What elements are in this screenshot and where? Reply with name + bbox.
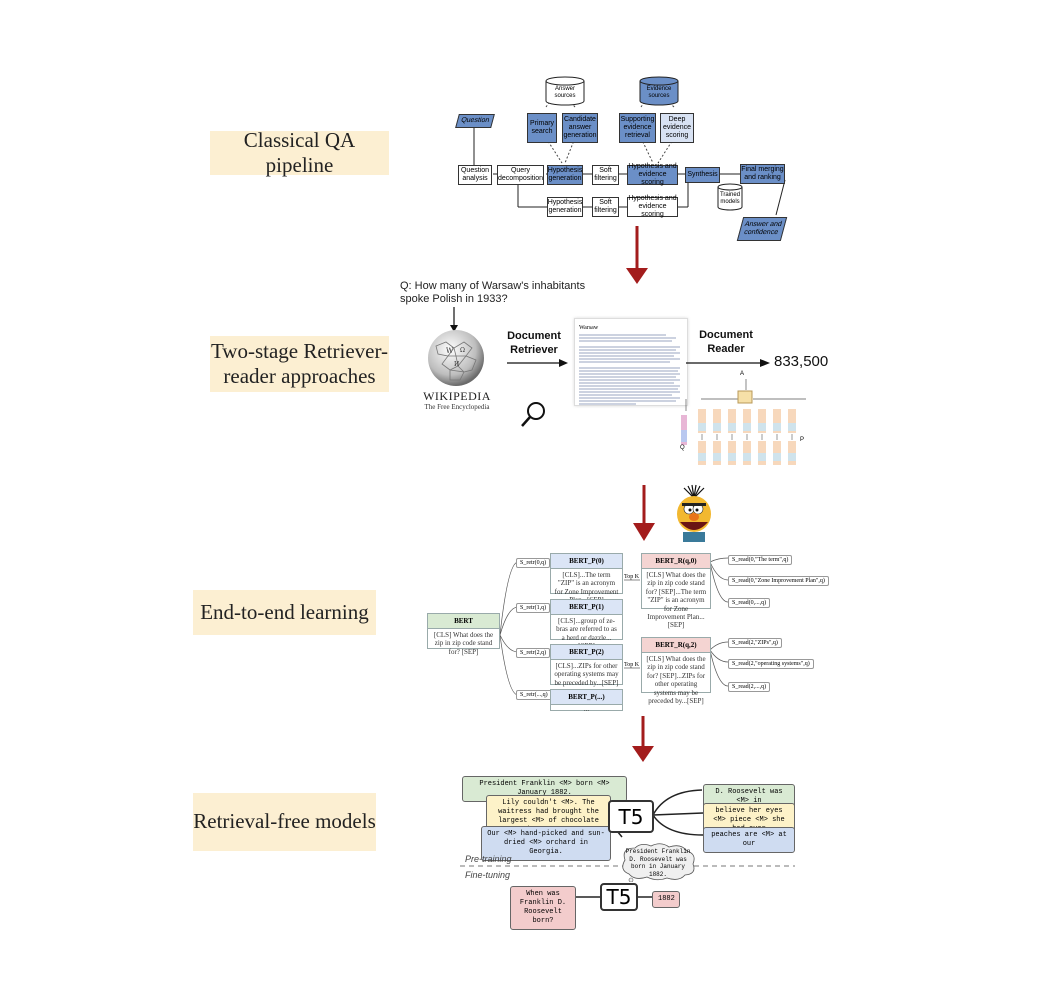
bert-p-0-head: BERT_P(0) bbox=[551, 554, 622, 569]
database-icon bbox=[717, 183, 743, 211]
retriever-question: Q: How many of Warsaw's inhabitants spok… bbox=[400, 280, 586, 306]
network-grid bbox=[681, 379, 806, 465]
label-classical-qa: Classical QA pipeline bbox=[210, 128, 389, 177]
s-read-top-0: S_read(0,"The term",q) bbox=[728, 555, 793, 565]
reader-network-diagram: A Q P bbox=[676, 371, 816, 471]
cloud-text: President Franklin D. Roosevelt was born… bbox=[625, 848, 691, 878]
bert-r-0-head: BERT_R(q,0) bbox=[642, 554, 710, 569]
retriever-arrow bbox=[507, 359, 568, 367]
t5-input-2: Our <M> hand-picked and sun-dried <M> or… bbox=[481, 826, 611, 862]
pretraining-label: Pre-training bbox=[465, 854, 512, 864]
reader-arrow bbox=[686, 359, 770, 367]
t5-output-2: peaches are <M> at our bbox=[703, 827, 795, 854]
t5-model-box-finetune: T5 bbox=[600, 883, 638, 911]
s-read-top-1: S_read(0,"Zone Improvement Plan",q) bbox=[728, 576, 829, 586]
down-arrow-3 bbox=[632, 716, 654, 762]
bert-p-2: BERT_P(2) [CLS]...ZIPs for other operati… bbox=[550, 644, 623, 687]
bert-puppet-image bbox=[677, 484, 711, 542]
finetuning-label: Fine-tuning bbox=[465, 870, 511, 880]
answer-sources-label: Answer sources bbox=[554, 86, 576, 99]
database-icon bbox=[545, 76, 585, 106]
s-retr-0: S_retr(0,q) bbox=[516, 558, 551, 568]
evidence-sources-db: Evidence sources bbox=[639, 76, 679, 106]
magnifier-icon bbox=[521, 402, 545, 427]
soft-filtering-node-2: Soft filtering bbox=[592, 197, 619, 217]
primary-search-node: Primary search bbox=[527, 113, 557, 143]
question-analysis-node: Question analysis bbox=[458, 165, 492, 185]
hypothesis-generation-node-2: Hypothesis generation bbox=[547, 197, 583, 217]
down-arrow-1 bbox=[626, 226, 648, 284]
s-retr-1: S_retr(1,q) bbox=[516, 603, 551, 613]
svg-text:W: W bbox=[446, 347, 454, 355]
answer-sources-db: Answer sources bbox=[545, 76, 585, 106]
trained-models-db: Trained models bbox=[717, 183, 743, 211]
answer-confidence-node: Answer and confidence bbox=[736, 217, 788, 241]
bert-p-more-text: ... bbox=[583, 705, 590, 713]
s-read-top-2: S_read(0,...,q) bbox=[728, 598, 771, 608]
supporting-retrieval-node: Supporting evidence retrieval bbox=[619, 113, 656, 143]
bert-p-1-head: BERT_P(1) bbox=[551, 600, 622, 615]
wikipedia-globe-icon: W Ω И bbox=[428, 330, 484, 386]
candidate-generation-node: Candidate answer generation bbox=[562, 113, 598, 143]
bert-r-0-text: [CLS] What does the zip in zip code stan… bbox=[645, 571, 707, 630]
reader-a-label: A bbox=[740, 371, 745, 377]
reader-answer: 833,500 bbox=[774, 353, 829, 370]
bert-q-text: [CLS] What does the zip in zip code stan… bbox=[433, 631, 494, 656]
database-icon bbox=[639, 76, 679, 106]
top-k-label-2: Top K bbox=[624, 662, 640, 668]
final-merging-node: Final merging and ranking bbox=[740, 164, 785, 184]
bert-q-box: BERT [CLS] What does the zip in zip code… bbox=[427, 613, 500, 656]
bert-p-0: BERT_P(0) [CLS]...The term "ZIP" is an a… bbox=[550, 553, 623, 604]
bert-p-more-head: BERT_P(...) bbox=[551, 690, 622, 705]
bert-r-2-head: BERT_R(q,2) bbox=[642, 638, 710, 653]
s-retr-more: S_retr(...,q) bbox=[516, 690, 552, 700]
wikipedia-subtitle: The Free Encyclopedia bbox=[424, 403, 490, 411]
synthesis-node: Synthesis bbox=[685, 167, 720, 183]
s-retr-2: S_retr(2,q) bbox=[516, 648, 551, 658]
query-decomposition-node: Query decomposition bbox=[497, 165, 544, 185]
bert-p-2-text: [CLS]...ZIPs for other operating systems… bbox=[554, 662, 619, 687]
cloud-shape bbox=[622, 843, 695, 882]
top-k-label-1: Top K bbox=[624, 574, 640, 580]
reader-p-label: P bbox=[800, 437, 805, 443]
down-arrow-2 bbox=[633, 485, 655, 541]
bert-p-more: BERT_P(...) ... bbox=[550, 689, 623, 713]
thought-cloud: President Franklin D. Roosevelt was born… bbox=[617, 842, 699, 882]
bert-r-0: BERT_R(q,0) [CLS] What does the zip in z… bbox=[641, 553, 711, 629]
s-read-bottom-1: S_read(2,"operating systems",q) bbox=[728, 659, 814, 669]
hypothesis-scoring-node-2: Hypothesis and evidence scoring bbox=[627, 195, 678, 218]
t5-model-box: T5 bbox=[608, 800, 654, 833]
label-two-stage: Two-stage Retriever-reader approaches bbox=[210, 336, 389, 392]
document-retriever-label: Document Retriever bbox=[507, 330, 561, 356]
document-reader-label: Document Reader bbox=[699, 329, 753, 355]
bert-p-2-head: BERT_P(2) bbox=[551, 645, 622, 660]
bert-r-2-text: [CLS] What does the zip in zip code stan… bbox=[646, 655, 706, 705]
s-read-bottom-2: S_read(2,...,q) bbox=[728, 682, 771, 692]
reader-q-label: Q bbox=[680, 445, 685, 451]
evidence-sources-label: Evidence sources bbox=[646, 86, 672, 99]
finetune-answer: 1882 bbox=[652, 891, 680, 909]
wikipedia-title: WIKIPEDIA bbox=[423, 389, 491, 403]
label-end-to-end: End-to-end learning bbox=[193, 590, 376, 635]
soft-filtering-node: Soft filtering bbox=[592, 165, 619, 185]
question-arrow bbox=[450, 307, 458, 332]
deep-scoring-node: Deep evidence scoring bbox=[660, 113, 694, 143]
finetune-question: When was Franklin D. Roosevelt born? bbox=[510, 886, 576, 931]
bert-r-2: BERT_R(q,2) [CLS] What does the zip in z… bbox=[641, 637, 711, 705]
question-node: Question bbox=[455, 114, 495, 128]
s-read-bottom-0: S_read(2,"ZIPs",q) bbox=[728, 638, 782, 648]
trained-models-label: Trained models bbox=[719, 192, 741, 205]
article-title: Warsaw bbox=[579, 325, 599, 331]
label-retrieval-free: Retrieval-free models bbox=[193, 793, 376, 851]
wikipedia-article-thumbnail: Warsaw bbox=[574, 318, 688, 406]
article-text-lines bbox=[579, 334, 680, 405]
svg-text:И: И bbox=[454, 361, 459, 368]
svg-text:Ω: Ω bbox=[460, 347, 465, 354]
hypothesis-scoring-node: Hypothesis and evidence scoring bbox=[627, 163, 678, 186]
bert-q-head: BERT bbox=[428, 614, 499, 629]
hypothesis-generation-node: Hypothesis generation bbox=[547, 165, 583, 185]
bert-p-1: BERT_P(1) [CLS]...group of ze- bras are … bbox=[550, 599, 623, 650]
